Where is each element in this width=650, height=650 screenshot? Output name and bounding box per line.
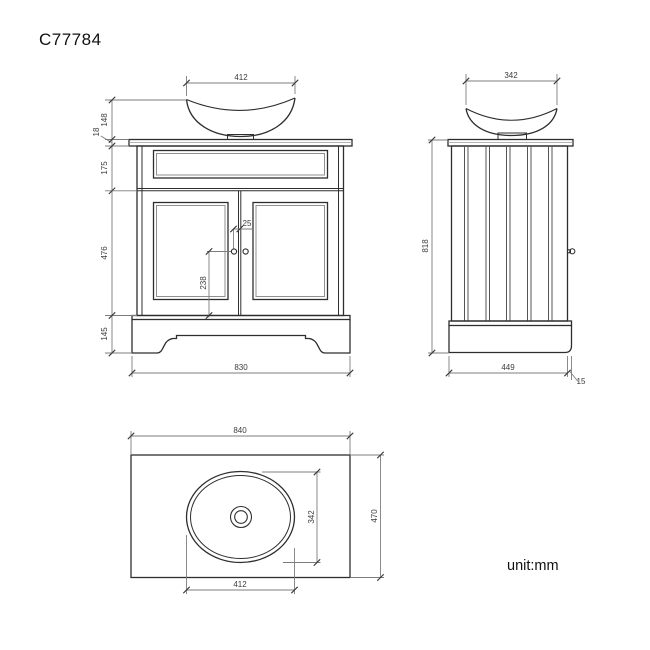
front-basin-width-label: 412 [234,73,248,82]
front-plinth-height-label: 145 [100,327,109,341]
washbasin-side [465,108,558,140]
plan-dimension-ticks [127,432,385,594]
cabinet-front [136,145,345,317]
side-dimension-lines [428,74,579,382]
door-right[interactable] [240,190,329,316]
side-cabinet-height-label: 818 [421,239,430,253]
plan-basin-length-label: 412 [233,580,247,589]
side-dimension-ticks [428,77,572,377]
plan-dimension-lines [130,431,384,594]
plan-view [127,431,385,594]
front-knob-height-label: 238 [199,276,208,290]
side-cabinet-depth-label: 449 [501,363,515,372]
side-back-overhang-label: 15 [576,377,586,386]
front-worktop-thickness-label: 18 [92,127,101,137]
front-overall-width-label: 830 [234,363,248,372]
unit-label: unit:mm [507,558,559,574]
knob-side [567,248,576,255]
side-panel [450,145,569,322]
plan-worktop-depth-label: 470 [370,509,379,523]
plan-worktop-width-label: 840 [233,426,247,435]
door-left[interactable] [152,190,239,316]
worktop-side [447,138,574,147]
front-dimension-lines [100,76,351,377]
left-door-knob[interactable] [230,248,238,255]
basin-plan [185,470,296,564]
front-knob-offset-label: 25 [242,219,252,228]
front-dimension-ticks [108,79,354,377]
top-rail-panel [152,149,329,179]
plan-basin-depth-label: 342 [307,510,316,524]
worktop-front [128,138,353,147]
plinth-side [448,320,573,354]
front-basin-height-label: 148 [100,113,109,127]
drawing-number: C77784 [39,30,102,49]
worktop-plan [130,454,351,579]
side-basin-depth-label: 342 [504,71,518,80]
washbasin-front [185,97,296,140]
front-top-rail-label: 175 [100,161,109,175]
drain-plan [229,505,253,529]
plinth-front [131,314,351,354]
front-door-height-label: 476 [100,246,109,260]
front-view [100,76,354,377]
right-door-knob[interactable] [242,248,249,255]
side-view [428,74,579,382]
